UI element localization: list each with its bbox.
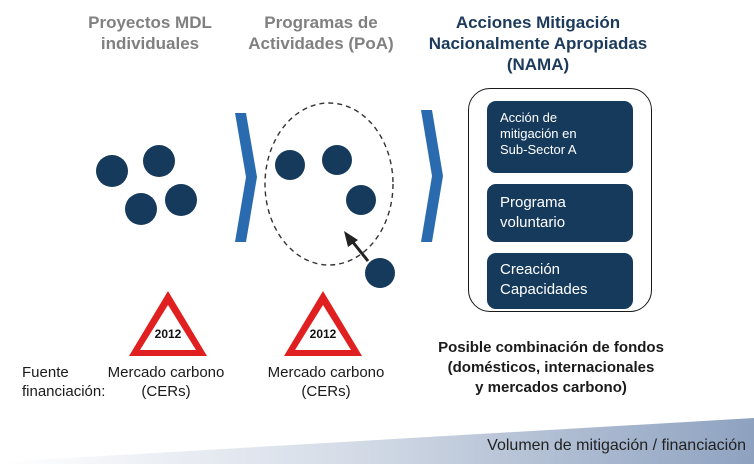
poa-title-line2: Actividades (PoA): [248, 34, 394, 53]
sign-year-label: 2012: [309, 327, 337, 341]
poa-funding: Mercado carbono (CERs): [252, 363, 400, 401]
action-line: voluntario: [500, 214, 566, 231]
poa-funding-line2: (CERs): [301, 383, 351, 400]
volume-label: Volumen de mitigación / financiación: [487, 437, 746, 454]
nama-funding-line3: y mercados carbono): [475, 379, 627, 396]
poa-title-line1: Programas de: [264, 13, 378, 32]
action-line: Acción de: [500, 110, 558, 125]
poa-dot: [275, 150, 305, 180]
funding-label: Fuente financiación:: [22, 363, 105, 401]
warning-sign-icon: [284, 291, 362, 356]
project-dot: [125, 193, 157, 225]
volume-wedge: [0, 418, 754, 464]
poa-dot: [322, 145, 352, 175]
nama-funding-line2: (domésticos, internacionales: [447, 359, 655, 376]
poa-join-arrow: [350, 240, 370, 262]
project-dot: [143, 145, 175, 177]
cdm-funding-line2: (CERs): [141, 383, 191, 400]
nama-action-subsector: Acción de mitigación en Sub-Sector A: [487, 101, 633, 173]
nama-funding: Posible combinación de fondos (doméstico…: [418, 338, 684, 398]
poa-dashed-boundary: [264, 102, 394, 266]
cdm-funding-line1: Mercado carbono: [107, 364, 225, 381]
nama-funding-line1: Posible combinación de fondos: [438, 339, 664, 356]
funding-label-line1: Fuente: [22, 364, 69, 381]
funding-label-line2: financiación:: [22, 383, 106, 400]
action-line: Sub-Sector A: [500, 142, 577, 157]
poa-title: Programas de Actividades (PoA): [232, 12, 410, 54]
nama-action-voluntary-program: Programa voluntario: [487, 184, 633, 242]
arrowhead-icon: [344, 231, 358, 247]
action-line: Creación: [500, 261, 561, 278]
project-dot: [96, 155, 128, 187]
action-line: Programa: [500, 194, 566, 211]
poa-funding-line1: Mercado carbono: [267, 364, 385, 381]
nama-action-capacity-building: Creación Capacidades: [487, 253, 633, 309]
cdm-title-line2: individuales: [100, 34, 200, 53]
project-dot: [165, 184, 197, 216]
nama-title-line1: Acciones Mitigación: [455, 13, 621, 32]
warning-sign-icon: [129, 291, 207, 356]
nama-title-line2: Nacionalmente Apropiadas: [428, 34, 648, 53]
nama-container: [468, 88, 652, 312]
action-line: Capacidades: [500, 281, 588, 298]
cdm-funding: Mercado carbono (CERs): [92, 363, 240, 401]
cdm-title: Proyectos MDL individuales: [72, 12, 228, 54]
chevron-arrow-2: [421, 110, 443, 242]
nama-title-line3: (NAMA): [506, 55, 570, 74]
action-line: mitigación en: [500, 126, 577, 141]
nama-title: Acciones Mitigación Nacionalmente Apropi…: [410, 12, 666, 75]
poa-dot: [346, 185, 376, 215]
chevron-arrow-1: [235, 113, 257, 242]
sign-year-label: 2012: [154, 327, 182, 341]
cdm-title-line1: Proyectos MDL: [88, 13, 212, 32]
poa-incoming-dot: [365, 258, 395, 288]
